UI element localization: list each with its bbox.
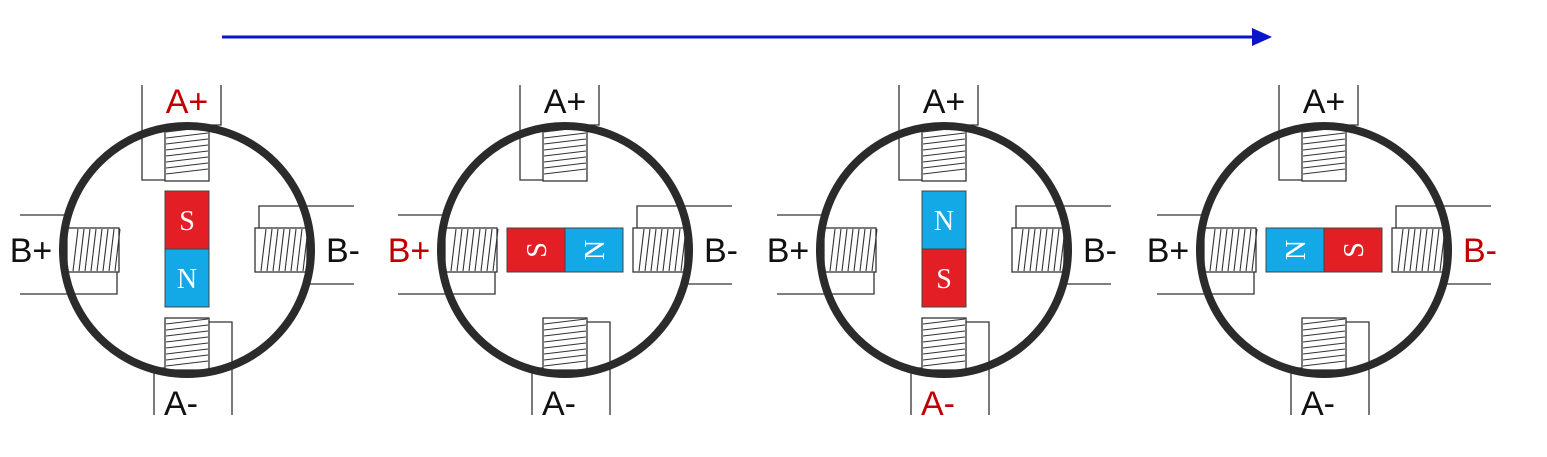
magnet-pole-n: N bbox=[1265, 227, 1325, 273]
label-a-plus: A+ bbox=[544, 83, 587, 121]
magnet-pole-s: S bbox=[1323, 227, 1383, 273]
a-minus-lead bbox=[1346, 321, 1370, 415]
stator-ring bbox=[437, 122, 693, 378]
svg-text:N: N bbox=[177, 264, 197, 295]
a-plus-lead bbox=[519, 85, 543, 181]
b-plus-lead bbox=[777, 214, 825, 228]
coil-b-plus bbox=[823, 227, 878, 273]
a-plus-lead bbox=[966, 85, 979, 126]
motor-stage: NS A+ A- B+ B- bbox=[767, 83, 1117, 423]
magnet-pole-n: N bbox=[164, 248, 210, 308]
label-a-minus: A- bbox=[164, 385, 198, 423]
magnet-pole-n: N bbox=[921, 190, 967, 250]
a-plus-lead bbox=[1346, 85, 1359, 126]
b-minus-lead bbox=[1443, 272, 1491, 285]
a-plus-lead bbox=[1278, 85, 1302, 181]
svg-text:N: N bbox=[934, 206, 954, 237]
label-a-minus: A- bbox=[542, 385, 576, 423]
b-plus-lead bbox=[398, 214, 446, 228]
label-a-plus: A+ bbox=[1303, 83, 1346, 121]
svg-text:S: S bbox=[522, 242, 553, 258]
coil-b-plus bbox=[66, 227, 121, 273]
a-plus-lead bbox=[209, 85, 222, 126]
coil-a-minus bbox=[164, 317, 210, 371]
svg-text:S: S bbox=[1339, 242, 1370, 258]
coil-b-minus bbox=[632, 227, 687, 273]
coil-b-minus bbox=[254, 227, 309, 273]
b-plus-lead bbox=[1157, 214, 1205, 228]
label-a-plus: A+ bbox=[166, 83, 209, 121]
svg-text:S: S bbox=[936, 264, 952, 295]
b-minus-lead bbox=[306, 272, 354, 285]
stator-ring bbox=[1196, 122, 1452, 378]
b-minus-lead bbox=[636, 205, 732, 228]
coil-b-minus bbox=[1391, 227, 1446, 273]
coil-a-minus bbox=[542, 317, 588, 371]
coil-a-plus bbox=[164, 125, 210, 182]
label-b-plus: B+ bbox=[1147, 232, 1190, 270]
a-plus-lead bbox=[587, 85, 600, 126]
label-b-plus: B+ bbox=[767, 232, 810, 270]
magnet-pole-s: S bbox=[506, 227, 566, 273]
svg-text:N: N bbox=[580, 240, 611, 260]
coil-a-plus bbox=[921, 125, 967, 182]
b-minus-lead bbox=[684, 272, 732, 285]
label-b-minus: B- bbox=[1083, 232, 1117, 270]
motor-stage: SN A+ A- B+ B- bbox=[10, 83, 360, 423]
label-b-plus: B+ bbox=[388, 232, 431, 270]
svg-text:N: N bbox=[1281, 240, 1312, 260]
b-minus-lead bbox=[1395, 205, 1491, 228]
label-b-minus: B- bbox=[1463, 232, 1497, 270]
label-b-minus: B- bbox=[704, 232, 738, 270]
a-minus-lead bbox=[587, 321, 611, 415]
coil-a-minus bbox=[1301, 317, 1347, 371]
arrow-head bbox=[1252, 28, 1272, 46]
magnet-pole-n: N bbox=[564, 227, 624, 273]
magnet-pole-s: S bbox=[921, 248, 967, 308]
a-minus-lead bbox=[209, 321, 233, 415]
label-a-minus: A- bbox=[921, 385, 955, 423]
a-plus-lead bbox=[898, 85, 922, 181]
coil-b-plus bbox=[444, 227, 499, 273]
direction-arrow bbox=[222, 28, 1272, 46]
coil-b-plus bbox=[1203, 227, 1258, 273]
b-plus-lead bbox=[398, 272, 496, 295]
motor-stage: N S A+ A- B+ B- bbox=[1147, 83, 1497, 423]
b-plus-lead bbox=[777, 272, 875, 295]
b-plus-lead bbox=[1157, 272, 1255, 295]
b-plus-lead bbox=[20, 272, 118, 295]
motor-stage: S N A+ A- B+ B- bbox=[388, 83, 738, 423]
coil-a-plus bbox=[1301, 125, 1347, 182]
magnet-pole-s: S bbox=[164, 190, 210, 250]
b-minus-lead bbox=[258, 205, 354, 228]
label-b-minus: B- bbox=[326, 232, 360, 270]
b-minus-lead bbox=[1063, 272, 1111, 285]
coil-b-minus bbox=[1011, 227, 1066, 273]
svg-text:S: S bbox=[179, 206, 195, 237]
stator-ring bbox=[59, 122, 315, 378]
label-a-minus: A- bbox=[1301, 385, 1335, 423]
label-b-plus: B+ bbox=[10, 232, 53, 270]
coil-a-minus bbox=[921, 317, 967, 371]
coil-a-plus bbox=[542, 125, 588, 182]
label-a-plus: A+ bbox=[923, 83, 966, 121]
b-minus-lead bbox=[1015, 205, 1111, 228]
stator-ring bbox=[816, 122, 1072, 378]
a-minus-lead bbox=[966, 321, 990, 415]
a-plus-lead bbox=[141, 85, 165, 181]
b-plus-lead bbox=[20, 214, 68, 228]
